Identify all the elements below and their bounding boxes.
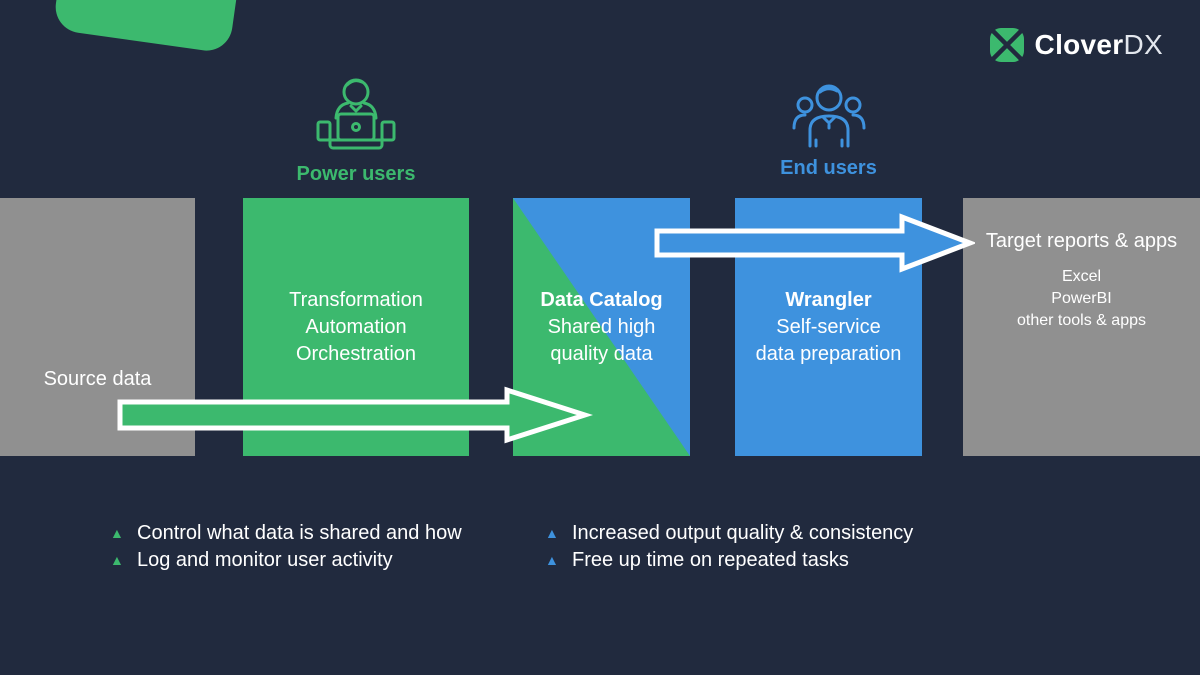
- person-at-laptop-icon: [316, 78, 396, 150]
- box-target-reports: Target reports & apps Excel PowerBI othe…: [963, 198, 1200, 456]
- wrangler-title: Wrangler: [785, 288, 872, 311]
- benefit-text: Increased output quality & consistency: [572, 522, 914, 544]
- box-data-catalog: Data Catalog Shared high quality data: [513, 198, 690, 456]
- list-item: ▲ Control what data is shared and how: [110, 520, 462, 547]
- data-catalog-line: Shared high: [547, 315, 656, 338]
- blue-triangle-bullet-icon: ▲: [545, 552, 559, 568]
- clover-icon: [989, 28, 1024, 62]
- power-users-benefits-list: ▲ Control what data is shared and how ▲ …: [110, 520, 462, 574]
- data-catalog-title: Data Catalog: [540, 288, 663, 311]
- target-tool-excel: Excel: [1061, 268, 1102, 285]
- transformation-line: Transformation: [289, 288, 423, 311]
- target-title: Target reports & apps: [985, 230, 1178, 252]
- wrangler-line2: data preparation: [755, 342, 902, 365]
- cloverdx-logo: CloverDX: [989, 27, 1163, 63]
- end-users-group: End users: [735, 84, 922, 180]
- orchestration-line: Orchestration: [295, 342, 417, 365]
- wrangler-line: Self-service: [776, 315, 881, 338]
- green-triangle-bullet-icon: ▲: [110, 525, 124, 541]
- green-triangle-bullet-icon: ▲: [110, 552, 124, 568]
- source-data-label: Source data: [43, 368, 152, 390]
- end-users-benefits-list: ▲ Increased output quality & consistency…: [545, 520, 913, 574]
- power-users-group: Power users: [243, 72, 469, 186]
- power-users-label: Power users: [296, 163, 416, 185]
- decorative-green-blob: [52, 0, 242, 54]
- list-item: ▲ Free up time on repeated tasks: [545, 547, 913, 574]
- benefit-text: Control what data is shared and how: [137, 522, 462, 544]
- target-tool-other: other tools & apps: [1017, 312, 1146, 329]
- flow-arrow-catalog-to-target: [654, 213, 975, 273]
- logo-text-dx: DX: [1123, 29, 1163, 60]
- data-catalog-line2: quality data: [550, 342, 653, 365]
- logo-wordmark: CloverDX: [1035, 29, 1163, 61]
- logo-text-clover: Clover: [1034, 29, 1124, 60]
- blue-triangle-bullet-icon: ▲: [545, 525, 559, 541]
- benefit-text: Free up time on repeated tasks: [572, 549, 849, 571]
- automation-line: Automation: [305, 315, 407, 338]
- end-users-label: End users: [780, 157, 877, 179]
- target-tool-powerbi: PowerBI: [1051, 290, 1112, 307]
- benefit-text: Log and monitor user activity: [137, 549, 393, 571]
- flow-arrow-source-to-catalog: [117, 386, 593, 444]
- people-group-icon: [792, 84, 865, 148]
- list-item: ▲ Increased output quality & consistency: [545, 520, 913, 547]
- list-item: ▲ Log and monitor user activity: [110, 547, 462, 574]
